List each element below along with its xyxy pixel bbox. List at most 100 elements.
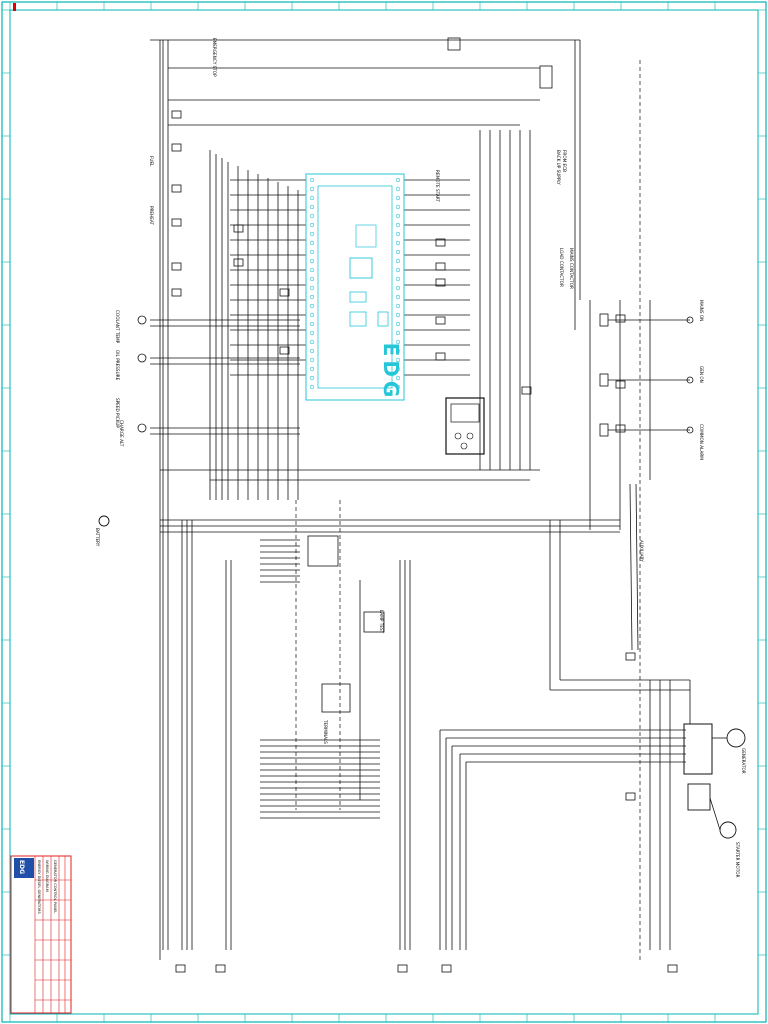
relay-block bbox=[363, 611, 385, 633]
label-starter-motor: STARTER MOTOR bbox=[735, 842, 740, 878]
terminal-tag bbox=[171, 288, 182, 297]
relay bbox=[599, 373, 609, 387]
controller-terminal-left bbox=[309, 375, 315, 381]
controller-terminal-left bbox=[309, 249, 315, 255]
controller-terminal-left bbox=[309, 195, 315, 201]
relay-small bbox=[447, 37, 461, 51]
contactor-block bbox=[307, 535, 339, 567]
title-block-logo-text: EDG bbox=[18, 860, 25, 874]
label-preheat: PREHEAT bbox=[149, 206, 154, 225]
controller-display bbox=[349, 257, 373, 279]
controller-port-1 bbox=[349, 291, 367, 303]
controller-terminal-right bbox=[395, 240, 401, 246]
label-backup-supply: BACK UP SUPPLY bbox=[556, 150, 561, 185]
label-generator: GENERATOR bbox=[741, 748, 746, 774]
terminal-tag bbox=[215, 964, 226, 973]
lamp bbox=[686, 426, 694, 434]
title-block-project: GENERATOR CONTROL PANEL bbox=[53, 860, 57, 913]
label-terminals: TERMINALS bbox=[323, 719, 328, 744]
controller-terminal-right bbox=[395, 222, 401, 228]
controller-terminal-left bbox=[309, 258, 315, 264]
label-remote-start: REMOTE START bbox=[435, 170, 440, 202]
terminal-tag bbox=[279, 346, 290, 355]
terminal-tag bbox=[233, 258, 244, 267]
label-mains-on: MAINS ON bbox=[699, 300, 704, 321]
relay bbox=[599, 423, 609, 437]
label-coolant-temp: COOLANT TEMP bbox=[115, 310, 120, 344]
label-from-ecb: FROM ECB bbox=[562, 150, 567, 172]
label-battery: BATTERY bbox=[95, 528, 100, 547]
controller-brand-label: EDG bbox=[379, 343, 403, 402]
controller-terminals bbox=[309, 177, 401, 390]
controller-terminal-right bbox=[395, 375, 401, 381]
terminal-tag bbox=[521, 386, 532, 395]
controller-terminal-left bbox=[309, 267, 315, 273]
controller-terminal-left bbox=[309, 204, 315, 210]
terminal-tag bbox=[615, 314, 626, 323]
controller-terminal-right bbox=[395, 330, 401, 336]
title-block-logo bbox=[14, 858, 34, 878]
controller-terminal-left bbox=[309, 312, 315, 318]
terminal-tag bbox=[625, 652, 636, 661]
label-auxiliary: AUXILIARY bbox=[639, 540, 644, 562]
relay bbox=[599, 313, 609, 327]
generator-symbol bbox=[683, 723, 746, 839]
terminal-tag bbox=[175, 964, 186, 973]
controller-terminal-left bbox=[309, 348, 315, 354]
battery-symbol bbox=[98, 515, 110, 527]
label-fuel: FUEL bbox=[149, 156, 154, 167]
controller-terminal-right bbox=[395, 366, 401, 372]
terminal-tag bbox=[171, 218, 182, 227]
controller-terminal-right bbox=[395, 285, 401, 291]
lamp bbox=[686, 376, 694, 384]
terminal-tag bbox=[625, 792, 636, 801]
busbar bbox=[629, 483, 633, 651]
relay bbox=[539, 65, 553, 89]
contactor-block-2 bbox=[321, 683, 351, 713]
title-block: EDG ENERGY DIESEL GENERATORS WIRING DIAG… bbox=[10, 855, 72, 1014]
display-module bbox=[445, 397, 485, 455]
controller-port-2 bbox=[349, 311, 367, 327]
controller-terminal-right bbox=[395, 312, 401, 318]
terminal-tag bbox=[171, 184, 182, 193]
busbar-2 bbox=[635, 483, 639, 651]
controller-terminal-right bbox=[395, 303, 401, 309]
controller-terminal-left bbox=[309, 357, 315, 363]
terminal-tag bbox=[397, 964, 408, 973]
controller-terminal-right bbox=[395, 321, 401, 327]
sheet-inner-frame bbox=[9, 9, 759, 1015]
controller-module bbox=[305, 173, 405, 401]
terminal-tag bbox=[435, 316, 446, 325]
controller-terminal-right bbox=[395, 204, 401, 210]
terminal-tag bbox=[279, 288, 290, 297]
controller-terminal-right bbox=[395, 186, 401, 192]
wires bbox=[150, 39, 727, 960]
controller-terminal-right bbox=[395, 276, 401, 282]
controller-terminal-right bbox=[395, 384, 401, 390]
label-emergency-stop: EMERGENCY STOP bbox=[212, 38, 217, 77]
terminal-tag bbox=[171, 110, 182, 119]
controller-terminal-left bbox=[309, 366, 315, 372]
controller-port-3 bbox=[377, 311, 389, 327]
controller-terminal-left bbox=[309, 213, 315, 219]
controller-small-panel bbox=[355, 224, 377, 248]
controller-terminal-right bbox=[395, 339, 401, 345]
sheet-top-marker bbox=[13, 3, 16, 11]
terminal-tag bbox=[435, 352, 446, 361]
controller-terminal-right bbox=[395, 249, 401, 255]
sensor bbox=[137, 353, 147, 363]
controller-terminal-left bbox=[309, 339, 315, 345]
terminal-tag bbox=[441, 964, 452, 973]
terminal-tag bbox=[435, 278, 446, 287]
terminal-tag bbox=[171, 143, 182, 152]
label-oil-pressure: OIL PRESSURE bbox=[115, 350, 120, 381]
controller-terminal-right bbox=[395, 294, 401, 300]
controller-terminal-right bbox=[395, 231, 401, 237]
controller-terminal-left bbox=[309, 384, 315, 390]
controller-terminal-right bbox=[395, 258, 401, 264]
controller-terminal-right bbox=[395, 267, 401, 273]
label-common-alarm: COMMON ALARM bbox=[699, 424, 704, 460]
dashed-wires bbox=[295, 60, 641, 960]
starter-link bbox=[709, 797, 721, 831]
